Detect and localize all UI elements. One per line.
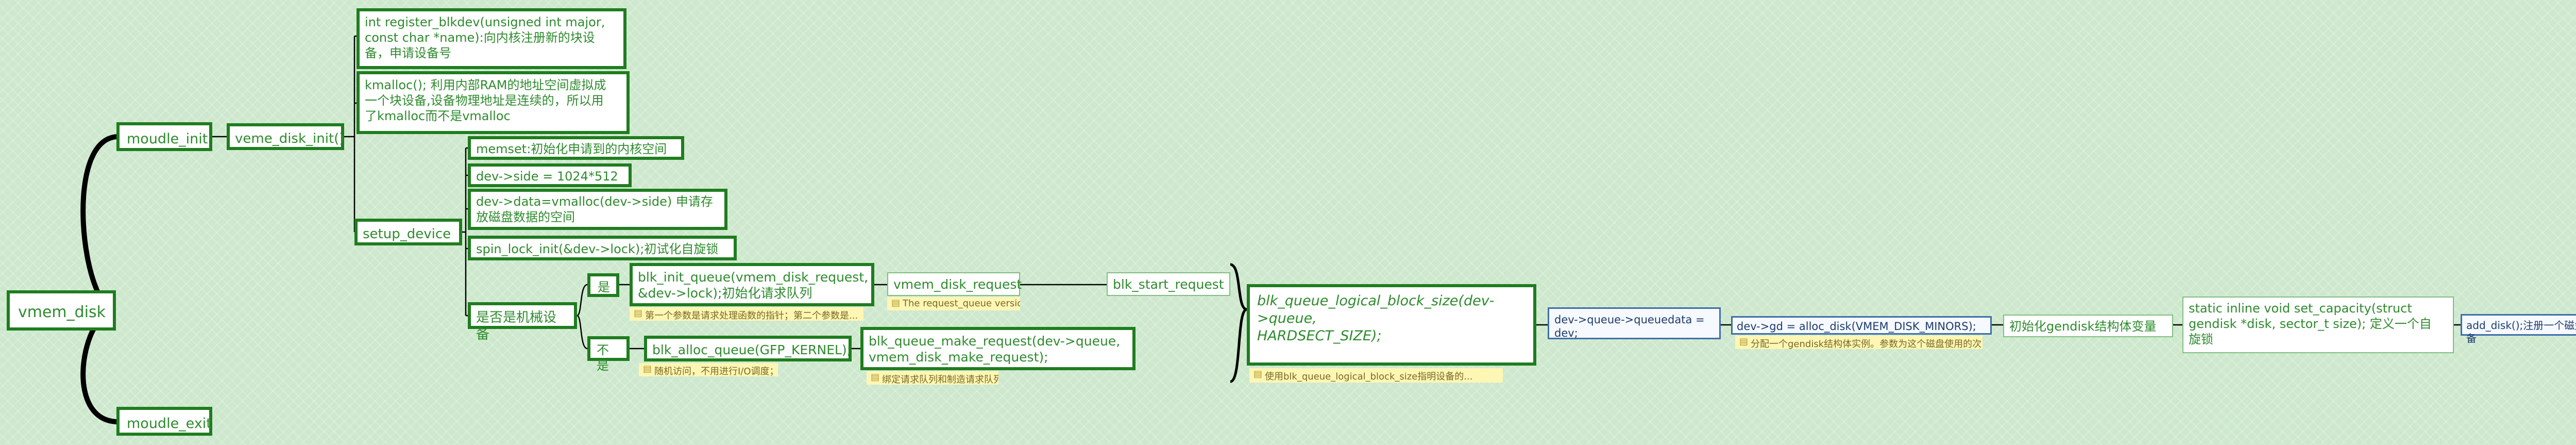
spin-lock-init-node[interactable]: spin_lock_init(&dev->lock);初试化自旋锁: [468, 236, 737, 260]
logical-block-size-node[interactable]: blk_queue_logical_block_size(dev- >queue…: [1247, 284, 1536, 366]
dev-side-node[interactable]: dev->side = 1024*512: [468, 163, 632, 187]
veme-disk-init-node[interactable]: veme_disk_init(): [227, 123, 344, 150]
kmalloc-node[interactable]: kmalloc(); 利用内部RAM的地址空间虚拟成 一个块设备,设备物理地址是…: [357, 71, 630, 134]
make-request-note: 绑定请求队列和制造请求队列: [867, 371, 998, 385]
no-node[interactable]: 不是: [587, 336, 630, 373]
moudle-exit-node[interactable]: moudle_exit: [116, 407, 212, 436]
yes-node[interactable]: 是: [587, 273, 619, 297]
vmem-disk-request-node[interactable]: vmem_disk_request: [887, 272, 1022, 296]
root-vmem-disk[interactable]: vmem_disk: [7, 290, 116, 331]
queuedata-node[interactable]: dev->queue->queuedata = dev;: [1548, 307, 1721, 339]
is-machine-device-node[interactable]: 是否是机械设备: [468, 302, 577, 342]
dev-data-node[interactable]: dev->data=vmalloc(dev->side) 申请存 放磁盘数据的空…: [468, 189, 727, 230]
moudle-init-node[interactable]: moudle_init: [116, 122, 212, 151]
blk-alloc-queue-note: 随机访问，不用进行I/O调度；: [639, 363, 778, 376]
logical-block-size-note: 使用blk_queue_logical_block_size指明设备的...: [1249, 368, 1503, 383]
init-gendisk-node[interactable]: 初始化gendisk结构体变量: [2003, 315, 2173, 337]
alloc-disk-node[interactable]: dev->gd = alloc_disk(VMEM_DISK_MINORS);: [1731, 316, 1992, 335]
blk-init-queue-node[interactable]: blk_init_queue(vmem_disk_request, &dev->…: [630, 263, 874, 306]
memset-node[interactable]: memset:初始化申请到的内核空间: [468, 136, 684, 160]
vmem-disk-request-note: The request_queue version.: [887, 297, 1020, 310]
set-capacity-node[interactable]: static inline void set_capacity(struct g…: [2182, 296, 2454, 353]
add-disk-node[interactable]: add_disk();注册一个磁盘设备: [2461, 314, 2576, 344]
blk-init-queue-note: 第一个参数是请求处理函数的指针；第二个参数是...: [630, 307, 863, 321]
setup-device-node[interactable]: setup_device: [354, 219, 462, 245]
register-blkdev-node[interactable]: int register_blkdev(unsigned int major, …: [357, 8, 626, 69]
blk-alloc-queue-node[interactable]: blk_alloc_queue(GFP_KERNEL);: [644, 336, 852, 361]
alloc-disk-note: 分配一个gendisk结构体实例。参数为这个磁盘使用的次...: [1735, 336, 1982, 349]
blk-queue-make-request-node[interactable]: blk_queue_make_request(dev->queue, vmem_…: [860, 327, 1136, 370]
blk-start-request-node[interactable]: blk_start_request: [1107, 272, 1230, 296]
